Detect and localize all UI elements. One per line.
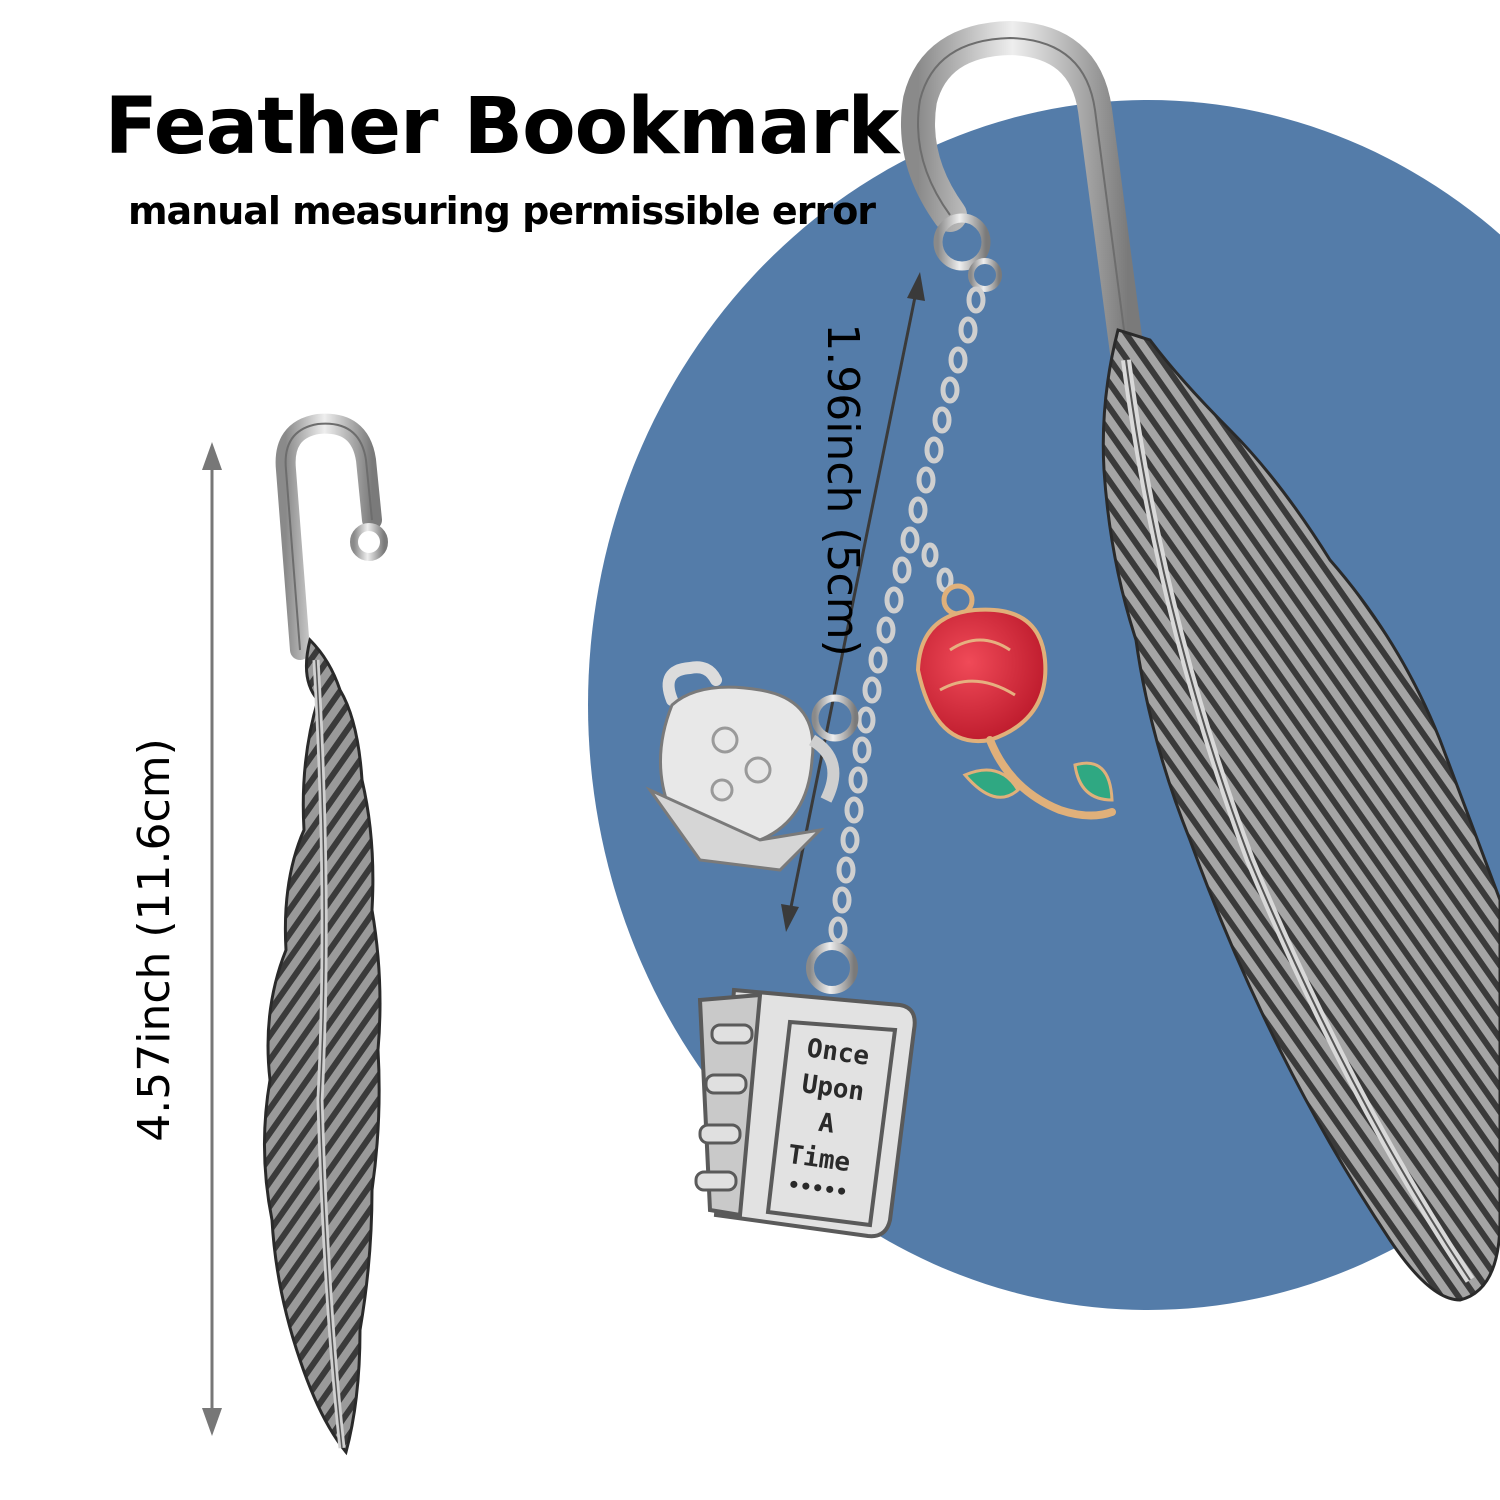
book-text-line-3: A <box>817 1108 837 1140</box>
chain-icon <box>828 286 986 944</box>
rose-charm-icon <box>915 583 1116 820</box>
dimension-arrow-icon <box>202 442 222 1436</box>
page-subtitle: manual measuring permissible error <box>127 189 876 233</box>
feather-bookmark-icon <box>263 413 388 1456</box>
feather-bookmark-large-icon <box>901 20 1500 1302</box>
dimension-arrow-diagonal-icon <box>781 272 925 932</box>
teapot-charm-icon <box>645 661 859 872</box>
full-length-label: 4.57inch (11.6cm) <box>129 738 180 1142</box>
jump-ring-small-icon <box>968 258 1002 292</box>
book-charm-icon: Once Upon A Time ••••• <box>694 942 917 1239</box>
jump-ring-icon <box>933 213 991 271</box>
chain-length-label: 1.96inch (5cm) <box>817 323 868 657</box>
page-title: Feather Bookmark <box>104 82 900 172</box>
